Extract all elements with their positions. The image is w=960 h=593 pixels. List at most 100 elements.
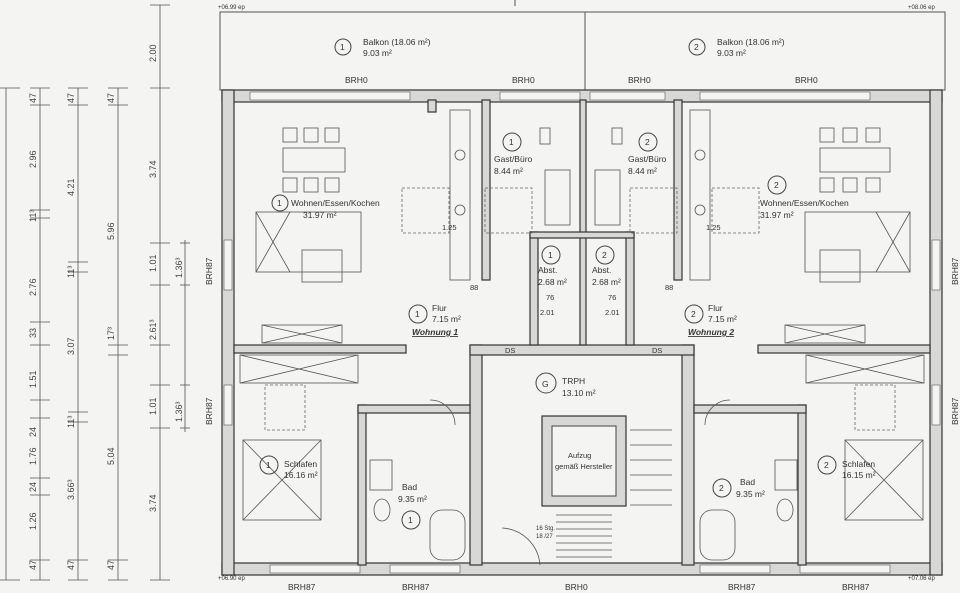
- trph-area: 13.10 m²: [562, 388, 596, 398]
- flur2-name: Flur: [708, 303, 723, 313]
- elev-bottom-left: +06.90 ep: [218, 576, 246, 582]
- dim-col2-2: 11³: [66, 416, 76, 428]
- dim-col1-3: 1.76: [28, 447, 38, 465]
- balkon1-area: 9.03 m²: [363, 48, 392, 58]
- gast2-name: Gast/Büro: [628, 154, 667, 164]
- gast1-name: Gast/Büro: [494, 154, 533, 164]
- balkon1-num: 1: [340, 42, 345, 52]
- brh87-label: BRH87: [204, 257, 214, 285]
- dim-col1-2: 24: [28, 482, 38, 492]
- ds-label: DS: [652, 346, 662, 355]
- bad2-num: 2: [719, 483, 724, 493]
- schlafen1-area: 16.16 m²: [284, 470, 318, 480]
- abst2-num: 2: [602, 250, 607, 260]
- trph-name: TRPH: [562, 376, 585, 386]
- flur1-name: Flur: [432, 303, 447, 313]
- gast1-num: 1: [509, 137, 514, 147]
- bad2-area: 9.35 m²: [736, 489, 765, 499]
- brh87-label: BRH87: [204, 397, 214, 425]
- wohnen1-name: Wohnen/Essen/Kochen: [291, 198, 380, 208]
- abst1-name: Abst.: [538, 265, 557, 275]
- flur1-num: 1: [415, 309, 420, 319]
- elevator-sub-label: gemäß Hersteller: [555, 462, 613, 471]
- gast2-num: 2: [645, 137, 650, 147]
- dim-col4-3: 2.61³: [148, 319, 158, 340]
- dim-col2-4: 11³: [66, 266, 76, 278]
- dim-col1-10: 47: [28, 93, 38, 103]
- elev-bottom-right: +07.06 ep: [908, 576, 936, 582]
- brh87-label: BRH87: [950, 257, 960, 285]
- balkon1-name: Balkon (18.06 m²): [363, 37, 431, 47]
- gast2-area: 8.44 m²: [628, 166, 657, 176]
- dim-col1-1: 1.26: [28, 512, 38, 530]
- abst2-area: 2.68 m²: [592, 277, 621, 287]
- wohnen2-num: 2: [774, 180, 779, 190]
- door-height: 2.01: [605, 308, 620, 317]
- dim-col1-7: 2.76: [28, 278, 38, 296]
- schlafen2-num: 2: [824, 460, 829, 470]
- abst1-num: 1: [548, 250, 553, 260]
- brh0-label: BRH0: [512, 75, 535, 85]
- dim-col4-4: 1.01: [148, 254, 158, 272]
- door-width: 88: [470, 283, 478, 292]
- dim-col2-1: 3.66³: [66, 479, 76, 500]
- bad1-area: 9.35 m²: [398, 494, 427, 504]
- dim-col1-4: 24: [28, 427, 38, 437]
- dim-col4-0: 3.74: [148, 494, 158, 512]
- furniture: [239, 109, 925, 566]
- brh0-label: BRH0: [795, 75, 818, 85]
- dim-col1-6: 33: [28, 328, 38, 338]
- dim-col1-9: 2.96: [28, 150, 38, 168]
- brh0-label: BRH0: [628, 75, 651, 85]
- balkon2-name: Balkon (18.06 m²): [717, 37, 785, 47]
- flur1-area: 7.15 m²: [432, 314, 461, 324]
- stairs-count: 16 Stg.: [536, 526, 555, 532]
- schlafen1-num: 1: [266, 460, 271, 470]
- dim-col3-2: 17³: [106, 327, 116, 340]
- abst2-name: Abst.: [592, 265, 611, 275]
- dim-col3-0: 47: [106, 560, 116, 570]
- schlafen1-name: Schlafen: [284, 459, 317, 469]
- wohnen2-area: 31.97 m²: [760, 210, 794, 220]
- dim-col2-5: 4.21: [66, 178, 76, 196]
- brh0-label: BRH0: [345, 75, 368, 85]
- dim-col3-3: 5.96: [106, 222, 116, 240]
- dim-col4-1: 1.01: [148, 397, 158, 415]
- door-width: 76: [546, 293, 554, 302]
- bad2-name: Bad: [740, 477, 755, 487]
- brh87-label: BRH87: [288, 582, 316, 592]
- wohnung1-label: Wohnung 1: [412, 327, 458, 337]
- width-label: 1.25: [442, 223, 457, 232]
- dim-col1-5: 1.51: [28, 370, 38, 388]
- dim-col1-8: 11³: [28, 210, 38, 222]
- door-width: 88: [665, 283, 673, 292]
- exterior-walls: [221, 89, 943, 576]
- elev-top-left: +06.99 ep: [218, 5, 246, 11]
- trph-num: G: [542, 379, 549, 389]
- wohnen1-area: 31.97 m²: [303, 210, 337, 220]
- width-label: 1.25: [706, 223, 721, 232]
- dim-col2-0: 47: [66, 560, 76, 570]
- brh0-label: BRH0: [565, 582, 588, 592]
- dim-col3-4: 47: [106, 93, 116, 103]
- flur2-area: 7.15 m²: [708, 314, 737, 324]
- wohnen1-num: 1: [277, 198, 282, 208]
- elev-top-right: +08.06 ep: [908, 5, 936, 11]
- brh87-label: BRH87: [950, 397, 960, 425]
- dim-col4-7: 2.00: [148, 44, 158, 62]
- dimension-chains: 47 1.26 24 1.76 24 1.51 33 2.76 11³ 2.96…: [0, 4, 190, 581]
- dim-col2-3: 3.07: [66, 337, 76, 355]
- bad1-num: 1: [408, 515, 413, 525]
- elevator-label: Aufzug: [568, 451, 591, 460]
- balkon2-area: 9.03 m²: [717, 48, 746, 58]
- bad1-name: Bad: [402, 482, 417, 492]
- schlafen2-area: 16.15 m²: [842, 470, 876, 480]
- dim-col4-2: 1.36³: [174, 401, 184, 422]
- balkon2-num: 2: [694, 42, 699, 52]
- brh87-label: BRH87: [728, 582, 756, 592]
- dim-col3-1: 5.04: [106, 447, 116, 465]
- abst1-area: 2.68 m²: [538, 277, 567, 287]
- flur2-num: 2: [691, 309, 696, 319]
- dim-col1-0: 47: [28, 560, 38, 570]
